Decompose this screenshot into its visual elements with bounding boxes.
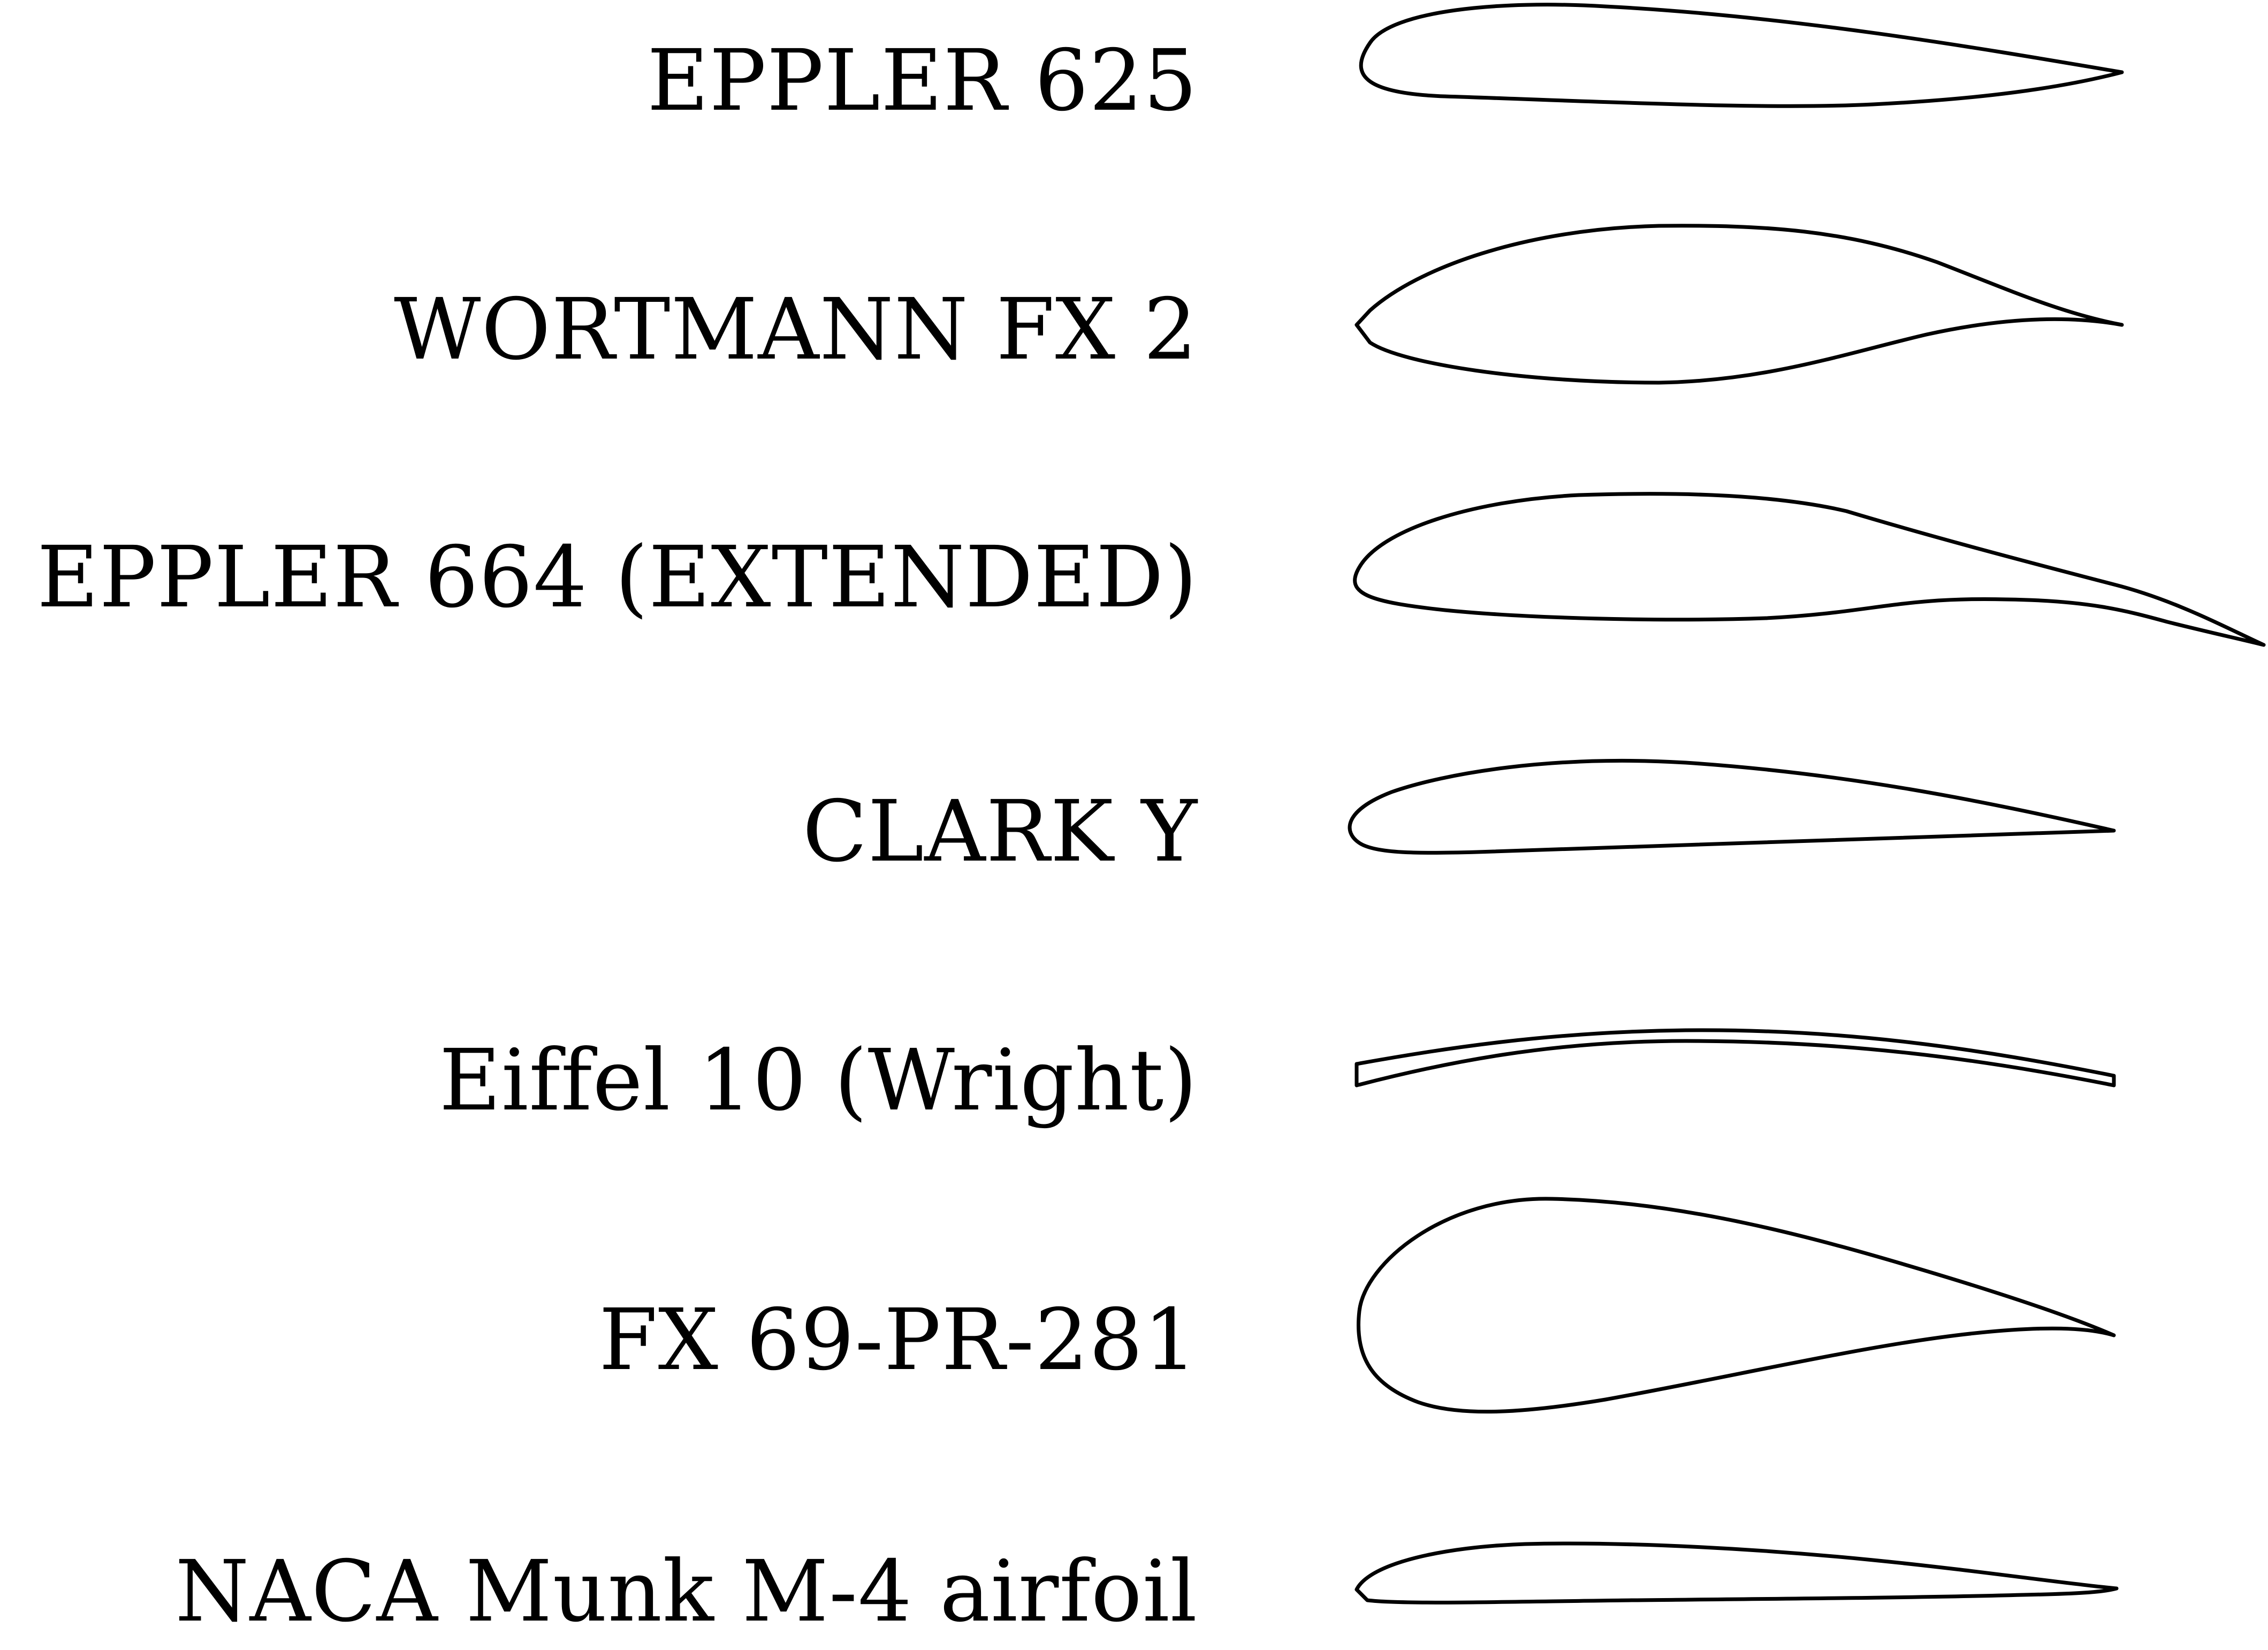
airfoil-shape-eiffel-10 [1354, 1028, 2116, 1088]
airfoil-label-eppler-664-extended: EPPLER 664 (EXTENDED) [37, 528, 1198, 627]
airfoil-label-clark-y: CLARK Y [802, 782, 1198, 881]
airfoil-shape-eppler-664-extended [1353, 492, 2266, 647]
airfoil-label-fx-69-pr-281: FX 69-PR-281 [598, 1291, 1198, 1389]
airfoil-label-naca-munk-m4: NACA Munk M-4 airfoil [175, 1542, 1198, 1641]
airfoil-label-eiffel-10-wright: Eiffel 10 (Wright) [439, 1031, 1198, 1130]
airfoil-shape-naca-munk-m4 [1354, 1541, 2119, 1605]
airfoil-label-wortmann-fx-2: WORTMANN FX 2 [394, 280, 1198, 379]
airfoil-shape-clark-y [1348, 758, 2116, 855]
airfoil-shape-wortmann-fx-2 [1354, 224, 2124, 385]
airfoil-label-eppler-625: EPPLER 625 [647, 32, 1198, 130]
airfoil-shape-fx-69-pr-281 [1357, 1197, 2116, 1414]
airfoil-shape-eppler-625 [1359, 3, 2124, 108]
